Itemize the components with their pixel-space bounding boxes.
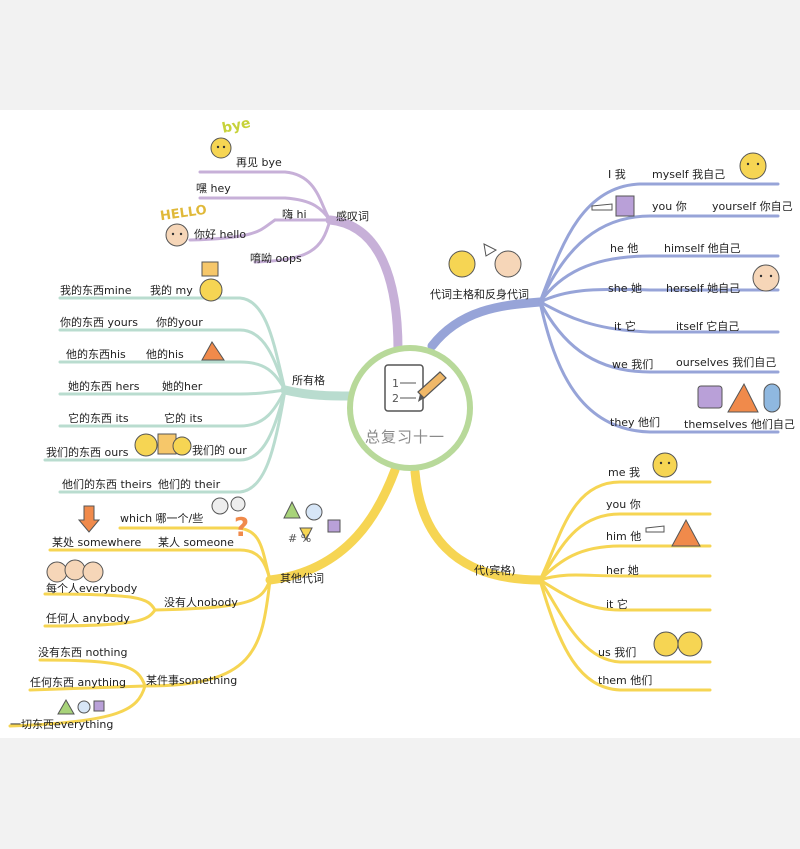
exclamation-item: 你好 hello	[194, 228, 247, 241]
hello-character-icon	[162, 220, 192, 254]
everything-shapes-icon	[56, 696, 106, 722]
subject-branch-lines	[427, 182, 780, 434]
svg-text:?: ?	[234, 513, 249, 542]
possessive-right: 你的your	[156, 316, 203, 329]
him-character-icon	[644, 516, 704, 552]
possessive-right: 它的 its	[164, 412, 203, 425]
subject-item: you 你	[652, 200, 687, 213]
other-item: 某处 somewhere	[52, 536, 142, 549]
other-item: 每个人everybody	[46, 582, 138, 595]
reflexive-item: yourself 你自己	[712, 200, 793, 213]
subject-characters-icon	[444, 238, 528, 288]
yourself-hand-icon	[590, 194, 638, 224]
other-item: 某人 someone	[158, 536, 234, 549]
exclamation-item: 唷呦 oops	[250, 252, 302, 265]
subject-item: they 他们	[610, 416, 661, 429]
ours-characters-icon	[132, 430, 194, 464]
reflexive-item: itself 它自己	[676, 320, 740, 333]
down-arrow-icon	[77, 504, 101, 538]
svg-text:1: 1	[392, 377, 399, 390]
possessive-left: 他们的东西 theirs	[62, 478, 152, 491]
reflexive-item: himself 他自己	[664, 242, 741, 255]
everybody-characters-icon	[45, 556, 111, 590]
branch-lines: 1 2	[8, 170, 780, 728]
object-item: them 他们	[598, 674, 653, 687]
possessive-right: 我们的 our	[192, 444, 247, 457]
subject-item: I 我	[608, 168, 626, 181]
possessive-left: 它的东西 its	[68, 412, 129, 425]
possessive-left: 我的东西mine	[60, 284, 132, 297]
subject-item: it 它	[614, 320, 636, 333]
object-branch-lines	[410, 467, 712, 692]
us-characters-icon	[650, 626, 708, 664]
my-character-icon	[196, 260, 226, 308]
possessive-right: 他们的 their	[158, 478, 221, 491]
possessive-right: 她的her	[162, 380, 203, 393]
shapes-decoration-icon: # %	[278, 498, 348, 566]
subject-item: he 他	[610, 242, 639, 255]
possessive-left: 你的东西 yours	[60, 316, 138, 329]
other-item: 任何东西 anything	[30, 676, 127, 689]
reflexive-item: myself 我自己	[652, 168, 726, 181]
subject-item: we 我们	[612, 358, 654, 371]
possessive-left: 她的东西 hers	[68, 380, 140, 393]
other-item: 没有人nobody	[164, 596, 238, 609]
exclamation-item: 再见 bye	[236, 156, 282, 169]
other-item: 没有东西 nothing	[38, 646, 128, 659]
other-item: 一切东西everything	[10, 718, 114, 731]
reflexive-item: herself 她自己	[666, 282, 741, 295]
object-item: me 我	[608, 466, 640, 479]
reflexive-item: themselves 他们自己	[684, 418, 795, 431]
pen-paper-icon: 1 2	[384, 364, 447, 412]
object-title: 代(宾格)	[474, 564, 516, 577]
possessive-left: 我们的东西 ours	[46, 446, 129, 459]
reflexive-item: ourselves 我们自己	[676, 356, 777, 369]
exclamation-item: 嗨 hi	[282, 208, 307, 221]
bye-character-icon	[205, 130, 245, 168]
herself-character-icon	[748, 260, 784, 300]
exclamation-item: 嘿 hey	[196, 182, 231, 195]
possessive-left: 他的东西his	[66, 348, 126, 361]
possessive-title: 所有格	[292, 374, 325, 387]
his-character-icon	[198, 338, 228, 368]
subject-item: she 她	[608, 282, 642, 295]
other-title: 其他代词	[280, 572, 324, 585]
possessive-branch-lines	[43, 296, 357, 494]
other-item: 某件事something	[146, 674, 238, 687]
other-item: which 哪一个/些	[120, 512, 204, 525]
center-title: 总复习十一	[364, 428, 445, 446]
possessive-right: 我的 my	[150, 284, 193, 297]
misc-decoration-text: # %	[288, 532, 311, 545]
question-mark-icon: ?	[210, 496, 264, 546]
object-item: it 它	[606, 598, 628, 611]
mind-map: 1 2 总复习十一 bye HELLO ?	[0, 110, 800, 738]
object-item: her 她	[606, 564, 639, 577]
svg-text:2: 2	[392, 392, 399, 405]
object-item: him 他	[606, 530, 642, 543]
exclamation-branch-lines	[188, 170, 403, 355]
other-item: 任何人 anybody	[46, 612, 130, 625]
themselves-characters-icon	[692, 378, 788, 422]
possessive-right: 他的his	[146, 348, 184, 361]
other-branch-lines	[8, 465, 400, 728]
myself-character-icon	[736, 148, 770, 188]
object-item: you 你	[606, 498, 641, 511]
me-character-icon	[650, 448, 680, 484]
object-item: us 我们	[598, 646, 637, 659]
subject-reflexive-title: 代词主格和反身代词	[430, 288, 529, 301]
exclamation-title: 感叹词	[336, 210, 369, 223]
